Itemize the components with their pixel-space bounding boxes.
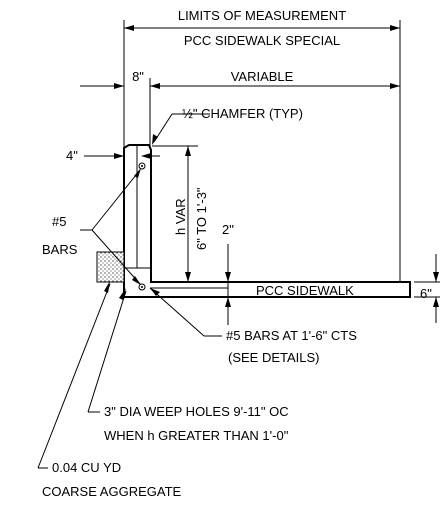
bars-callout: #5 BARS [42, 168, 141, 285]
weep-holes-line2: WHEN h GREATER THAN 1'-0" [104, 428, 289, 443]
six-to-1-3-label: 6" TO 1'-3" [194, 187, 209, 250]
coarse-aggregate-block [96, 251, 125, 283]
dim-2-label: 2" [222, 222, 234, 237]
weep-holes-callout: 3" DIA WEEP HOLES 9'-11" OC WHEN h GREAT… [87, 288, 289, 443]
pcc-sidewalk-special-label: PCC SIDEWALK SPECIAL [184, 33, 340, 48]
dim-6-dimension: 6" [414, 254, 440, 323]
pcc-sidewalk-label: PCC SIDEWALK [256, 283, 354, 298]
dim-6-label: 6" [420, 286, 432, 301]
bars-number-label: #5 [52, 214, 66, 229]
chamfer-callout: ½" CHAMFER (TYP) [152, 106, 303, 145]
h-var-label: h VAR [173, 198, 188, 235]
weep-holes-line1: 3" DIA WEEP HOLES 9'-11" OC [104, 404, 289, 419]
limits-of-measurement-dimension: LIMITS OF MEASUREMENT PCC SIDEWALK SPECI… [123, 8, 401, 282]
aggregate-line2: COARSE AGGREGATE [42, 484, 182, 499]
dim-8-label: 8" [132, 69, 144, 84]
h-var-dimension: h VAR 6" TO 1'-3" [152, 145, 209, 282]
limits-of-measurement-label: LIMITS OF MEASUREMENT [178, 8, 346, 23]
bars-word-label: BARS [42, 242, 78, 257]
concrete-section [123, 144, 411, 298]
bars-spacing-label: #5 BARS AT 1'-6" CTS [226, 328, 357, 343]
dim-4-dimension: 4" [66, 148, 160, 163]
aggregate-line1: 0.04 CU YD [52, 460, 121, 475]
bars-spacing-callout: #5 BARS AT 1'-6" CTS (SEE DETAILS) [149, 287, 357, 365]
wall-width-dimension: 8" VARIABLE [80, 69, 400, 148]
rebar-dots [138, 162, 146, 291]
variable-label: VARIABLE [231, 69, 294, 84]
dim-2-dimension: 2" [222, 222, 234, 325]
coarse-aggregate-callout: 0.04 CU YD COARSE AGGREGATE [37, 281, 182, 499]
chamfer-label: ½" CHAMFER (TYP) [182, 106, 303, 121]
see-details-label: (SEE DETAILS) [228, 350, 320, 365]
dim-4-label: 4" [66, 148, 78, 163]
